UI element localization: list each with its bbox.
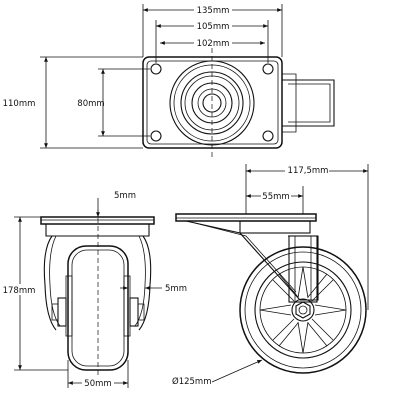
front-top-plate: [40, 216, 155, 225]
dim-label-front-5-top: 5mm: [114, 191, 136, 201]
dim-label-178: 178mm: [3, 286, 36, 296]
dim-label-50: 50mm: [84, 379, 111, 389]
dim-label-105: 105mm: [197, 22, 230, 32]
dim-label-125: Ø125mm: [172, 376, 211, 387]
dim-label-102: 102mm: [197, 39, 230, 49]
side-wheel-spokes: [259, 266, 347, 354]
top-wheel-housing: [282, 79, 335, 127]
side-view: 117,5mm 55mm Ø125mm: [172, 164, 369, 387]
axle-nut: [295, 301, 311, 319]
dim-label-55: 55mm: [262, 192, 289, 202]
bolt-hole: [150, 63, 162, 75]
dim-label-135: 135mm: [197, 6, 230, 16]
side-wheel-outer: [239, 246, 367, 374]
side-top-plate: [175, 213, 317, 222]
top-view: 135mm 105mm 102mm 110mm 80mm: [3, 4, 335, 158]
dim-label-117-5: 117,5mm: [288, 166, 329, 176]
top-mounting-plate: [142, 56, 283, 149]
bolt-hole: [262, 63, 274, 75]
dim-leader-125: [211, 359, 263, 383]
dim-label-80: 80mm: [77, 99, 104, 109]
bolt-hole: [150, 130, 162, 142]
front-view: 5mm 5mm 178mm 50mm: [3, 191, 187, 389]
front-fork: [43, 235, 152, 331]
dim-label-110: 110mm: [3, 99, 36, 109]
dim-label-front-5-side: 5mm: [165, 284, 187, 294]
bolt-hole: [262, 130, 274, 142]
